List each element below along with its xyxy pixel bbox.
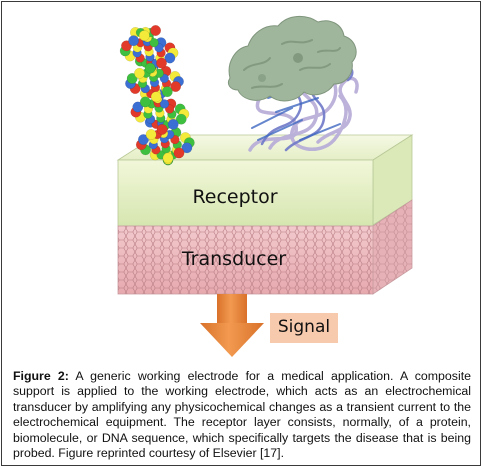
signal-box bbox=[270, 313, 338, 343]
dna-atom bbox=[159, 99, 170, 109]
dna-atom bbox=[132, 101, 144, 113]
signal-label: Signal bbox=[277, 317, 331, 337]
dna-atom bbox=[161, 86, 173, 98]
dna-atom bbox=[181, 142, 193, 154]
dna-atom bbox=[134, 67, 145, 79]
dna-atom bbox=[164, 52, 176, 64]
protein-surface-shading bbox=[243, 39, 341, 89]
transducer-front-pattern bbox=[118, 226, 373, 294]
electrode-diagram bbox=[116, 16, 414, 357]
dna-atom bbox=[156, 57, 167, 69]
arrow-head bbox=[200, 323, 264, 357]
dna-atom bbox=[150, 91, 162, 103]
protein-surface-pocket bbox=[293, 53, 303, 63]
dna-atom bbox=[156, 123, 168, 135]
dna-double-helix-illustration bbox=[119, 25, 195, 166]
caption-text: A generic working electrode for a medica… bbox=[13, 369, 471, 461]
dna-atom bbox=[126, 72, 138, 84]
receptor-label: Receptor bbox=[192, 186, 278, 208]
arrow-shaft bbox=[217, 294, 247, 324]
dna-atom bbox=[128, 35, 140, 47]
protein-surface-pocket bbox=[258, 74, 266, 82]
dna-atom bbox=[175, 113, 187, 125]
dna-atom bbox=[149, 38, 159, 48]
protein-structure-illustration bbox=[227, 16, 359, 152]
dna-atom bbox=[138, 30, 150, 42]
dna-atom bbox=[145, 129, 157, 140]
transducer-side-pattern bbox=[373, 200, 412, 294]
signal-arrow bbox=[200, 294, 264, 357]
transducer-layer bbox=[117, 199, 413, 295]
dna-atom bbox=[144, 62, 156, 74]
transducer-label: Transducer bbox=[181, 248, 287, 270]
dna-atom bbox=[139, 96, 151, 108]
dna-atom bbox=[162, 152, 174, 164]
dna-atom bbox=[170, 81, 182, 93]
dna-atom bbox=[150, 25, 162, 36]
dna-atom bbox=[167, 118, 179, 130]
dna-atom bbox=[173, 147, 185, 159]
dna-atom bbox=[137, 134, 149, 146]
figure-caption: Figure 2: A generic working electrode fo… bbox=[13, 369, 471, 461]
caption-figure-number: Figure 2: bbox=[13, 369, 69, 383]
